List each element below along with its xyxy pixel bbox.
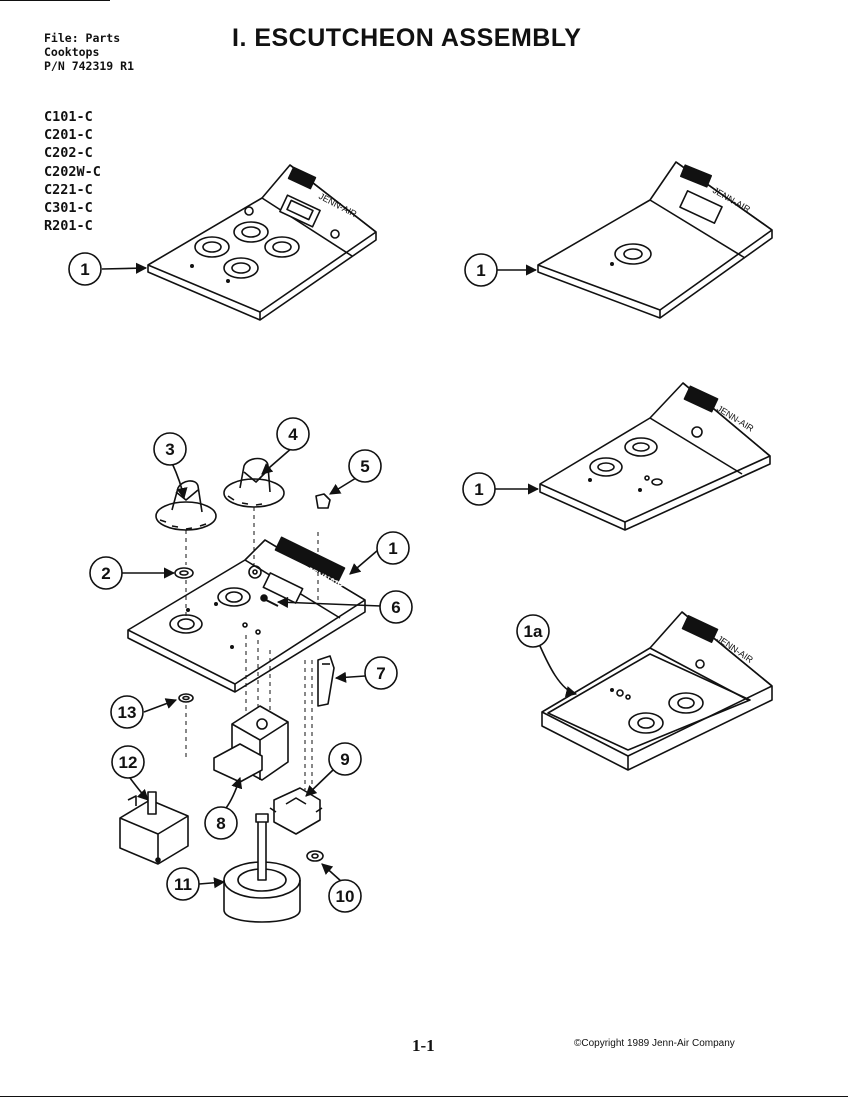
- svg-text:1a: 1a: [524, 622, 543, 641]
- model-number: C202W-C: [44, 163, 101, 180]
- page-number: 1-1: [412, 1036, 435, 1055]
- model-number: C301-C: [44, 200, 93, 217]
- callout-7: 7: [364, 656, 398, 690]
- callout-1: 1: [68, 252, 102, 286]
- callout-1: 1: [464, 253, 498, 287]
- callout-1: 1: [462, 472, 496, 506]
- svg-text:1: 1: [388, 539, 397, 558]
- exploded-assembly: JENNAIR: [119, 457, 366, 923]
- model-number: C202-C: [44, 145, 93, 162]
- callout-3: 3: [153, 432, 187, 466]
- file-line: P/N 742319 R1: [44, 59, 135, 73]
- callout-8: 8: [204, 806, 238, 840]
- svg-text:7: 7: [376, 664, 385, 683]
- svg-text:1: 1: [474, 480, 483, 499]
- escutcheon-four-knob: JENN-AIR: [147, 164, 377, 321]
- svg-text:5: 5: [360, 457, 369, 476]
- svg-text:1: 1: [476, 261, 485, 280]
- svg-text:2: 2: [101, 564, 110, 583]
- callout-4: 4: [276, 417, 310, 451]
- callout-9: 9: [328, 742, 362, 776]
- svg-text:13: 13: [118, 703, 137, 722]
- callout-1: 1: [376, 531, 410, 565]
- file-line: File: Parts: [44, 31, 121, 45]
- bottom-rule: [0, 1096, 848, 1097]
- svg-text:3: 3: [165, 440, 174, 459]
- svg-text:1: 1: [80, 260, 89, 279]
- svg-text:6: 6: [391, 598, 400, 617]
- model-number: C201-C: [44, 127, 93, 144]
- svg-text:9: 9: [340, 750, 349, 769]
- callout-10: 10: [328, 879, 362, 913]
- callouts: 1 1 1 1a 3 4 5 1 6 7 2 13 12 8 9 10 11: [68, 252, 550, 913]
- svg-text:10: 10: [336, 887, 355, 906]
- svg-text:11: 11: [174, 875, 192, 894]
- escutcheon-variant-1a: JENN-AIR: [541, 611, 773, 771]
- callout-6: 6: [379, 590, 413, 624]
- callout-1a: 1a: [516, 614, 550, 648]
- callout-11: 11: [166, 867, 200, 901]
- callout-12: 12: [111, 745, 145, 779]
- top-rule: [0, 0, 110, 1]
- copyright-notice: ©Copyright 1989 Jenn-Air Company: [574, 1038, 735, 1049]
- svg-text:12: 12: [119, 753, 138, 772]
- model-number: C221-C: [44, 181, 93, 198]
- model-number: C101-C: [44, 109, 93, 125]
- callout-arrows: [101, 262, 578, 889]
- svg-text:4: 4: [288, 425, 298, 444]
- callout-13: 13: [110, 695, 144, 729]
- callout-5: 5: [348, 449, 382, 483]
- svg-text:8: 8: [216, 814, 225, 833]
- callout-2: 2: [89, 556, 123, 590]
- model-list: C101-C C201-C C202-C C202W-C C221-C C301…: [44, 108, 101, 235]
- escutcheon-single-knob: JENN-AIR: [537, 161, 773, 319]
- file-line: Cooktops: [44, 45, 100, 59]
- file-info: File: Parts Cooktops P/N 742319 R1: [44, 31, 134, 73]
- model-number: R201-C: [44, 218, 93, 235]
- page-title: I. ESCUTCHEON ASSEMBLY: [232, 24, 582, 52]
- escutcheon-two-knob: JENN-AIR: [539, 382, 771, 531]
